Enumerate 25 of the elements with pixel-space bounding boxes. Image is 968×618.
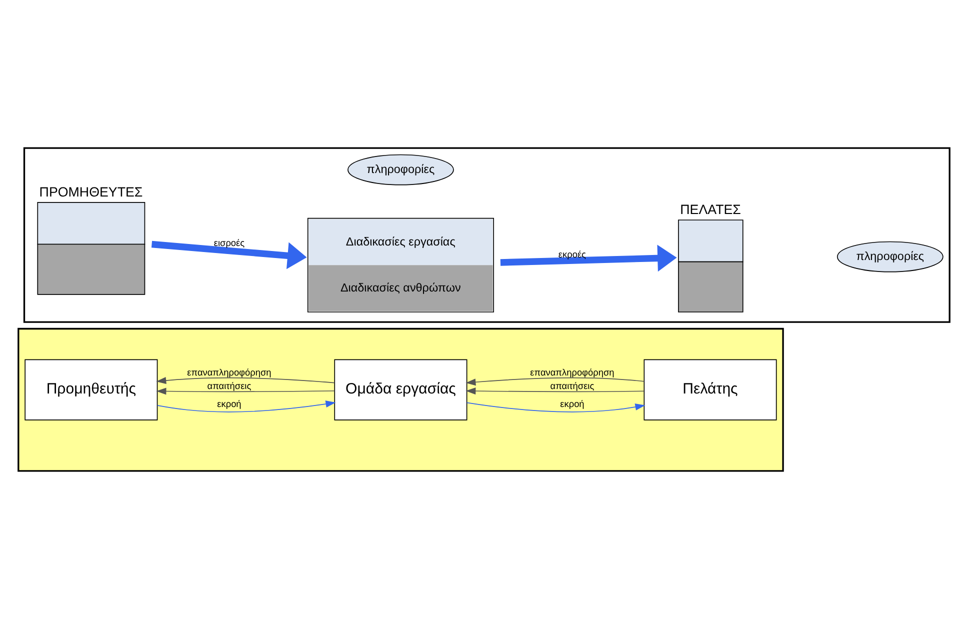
edge-label: εισροές: [214, 237, 245, 248]
cluster: [23, 146, 950, 322]
node-box: Προμηθευτής: [24, 358, 158, 420]
edge-label: απαιτήσεις: [207, 380, 252, 390]
arrow: [157, 400, 336, 412]
arrow: [466, 376, 645, 386]
cluster: [18, 327, 784, 472]
edge-label: επαναπληροφόρηση: [530, 366, 614, 377]
arrow: [466, 386, 644, 394]
edge-label: επαναπληροφόρηση: [187, 366, 272, 377]
node-label: ΠΡΟΜΗΘΕΥΤΕΣ: [39, 184, 143, 199]
node-box: Πελάτης: [644, 358, 777, 420]
node-ellipse: πληροφορίες: [836, 240, 944, 272]
node-box: Ομάδα εργασίας: [334, 358, 468, 420]
edge-label: απαιτήσεις: [550, 380, 594, 390]
edge-label: εκροή: [560, 398, 584, 409]
node-label: ΠΕΛΑΤΕΣ: [680, 201, 741, 216]
arrow: [156, 387, 335, 394]
arrow: [156, 376, 335, 384]
edge-label: εκροές: [558, 248, 586, 259]
arrow: [466, 402, 646, 412]
edge-label: εκροή: [217, 398, 242, 409]
arrow: [151, 240, 307, 269]
arrow: [500, 244, 677, 272]
node-ellipse: πληροφορίες: [348, 154, 454, 185]
